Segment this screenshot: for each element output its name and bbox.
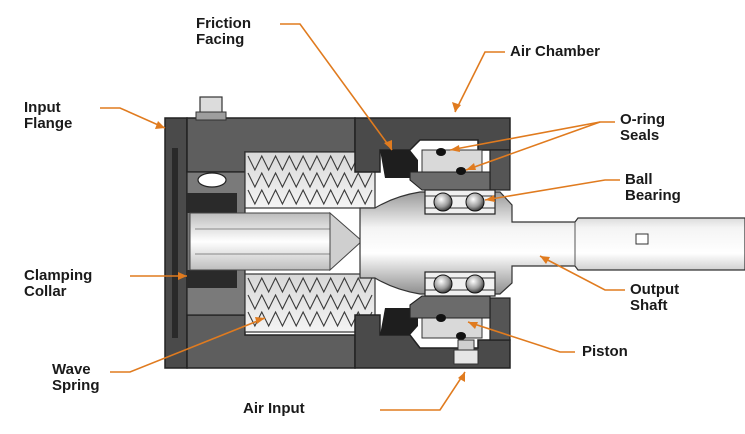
leader-lines [100,23,625,411]
label-output-shaft: Output Shaft [630,281,680,314]
wave-spring-coil [247,154,373,172]
label-air-chamber: Air Chamber [510,43,601,60]
output-shaft [359,191,745,295]
label-input-flange: Input Flange [24,99,73,132]
label-friction-facing: Friction Facing [196,15,251,48]
piston [409,171,491,319]
air-input-fitting [453,339,479,365]
wave-spring-coil [247,310,373,328]
label-piston: Piston [582,343,628,360]
label-wave-spring: Wave Spring [52,361,100,394]
clamping-collar [187,193,237,288]
label-air-input: Air Input [243,400,305,417]
input-bore [189,211,363,272]
label-ball-bearing: Ball Bearing [625,171,681,204]
wave-spring-coil [247,171,373,189]
wave-spring [244,151,376,333]
wave-spring-coil [247,293,373,311]
wave-spring-coil [247,188,373,206]
label-clamping-collar: Clamping Collar [24,267,93,300]
label-o-ring-seals: O-ring Seals [620,111,665,144]
ball-bearing [424,189,496,297]
friction-facing [380,150,418,335]
o-ring-seals [436,148,466,340]
wave-spring-coil [247,276,373,294]
